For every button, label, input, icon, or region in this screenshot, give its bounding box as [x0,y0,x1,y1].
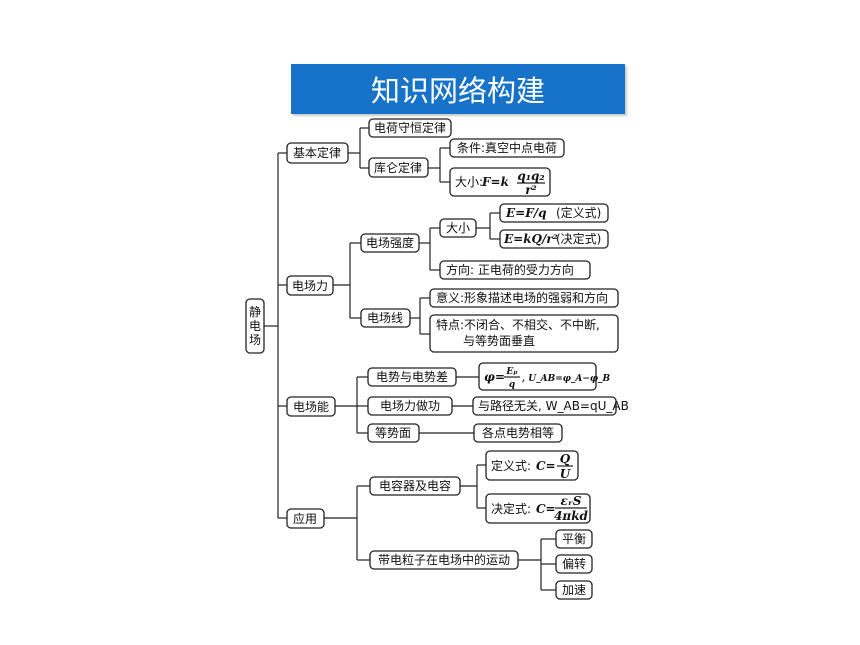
capacitance-decisive-prefix: 决定式: [491,501,531,516]
basic-law-label: 基本定律 [293,145,341,160]
capacitance-decisive-numerator: εᵣS [561,494,582,508]
node-root: 静 电 场 [245,298,265,354]
decisive-tag: (决定式) [556,231,601,246]
coulomb-condition-label: 条件:真空中点电荷 [457,140,557,155]
coulomb-formula-lhs: F=k [481,175,509,189]
field-line-label: 电场线 [367,311,403,325]
capacitance-definition-lhs: C= [536,459,556,473]
equal-potential-label: 各点电势相等 [482,425,554,440]
balance-label: 平衡 [562,532,586,546]
node-field-line: 电场线 [360,308,411,328]
node-intensity-size: 大小 [439,218,477,238]
field-intensity-label: 电场强度 [366,235,414,250]
capacitance-decisive-lhs: C= [536,502,556,516]
node-work-formula: 与路径无关, W_AB=qU_AB [472,396,629,416]
field-line-meaning-label: 意义:形象描述电场的强弱和方向 [436,290,608,305]
capacitance-definition-numerator: Q [560,452,571,466]
equipotential-label: 等势面 [375,426,411,440]
connectors [264,127,556,591]
node-capacitor: 电容器及电容 [369,476,461,496]
node-balance: 平衡 [555,529,593,549]
node-field-work: 电场力做功 [367,396,453,416]
particle-motion-label: 带电粒子在电场中的运动 [378,552,510,567]
acceleration-label: 加速 [562,583,586,597]
node-potential-formula: φ= Eₚ q , U_AB=φ_A−φ_B [478,362,611,391]
application-label: 应用 [293,511,317,526]
charge-conservation-label: 电荷守恒定律 [374,120,446,135]
work-formula: 与路径无关, W_AB=qU_AB [478,398,629,413]
title-banner: 知识网络构建 [291,64,625,114]
potential-formula-numerator: Eₚ [505,367,518,377]
node-acceleration: 加速 [555,580,593,600]
definition-formula: E=F/q [505,206,547,220]
capacitance-definition-denominator: U [560,467,572,481]
node-capacitance-definition: 定义式: C= Q U [485,450,579,481]
capacitance-definition-prefix: 定义式: [491,458,531,473]
page-title: 知识网络构建 [370,74,545,108]
potential-formula-rest: , U_AB=φ_A−φ_B [521,374,611,384]
node-definition-formula: E=F/q (定义式) [499,203,609,223]
node-electric-energy: 电场能 [286,396,336,417]
coulomb-formula-denominator: r² [525,183,537,197]
node-application: 应用 [286,508,325,529]
node-field-line-features: 特点:不闭合、不相交、不中断, 与等势面垂直 [429,314,619,353]
field-line-features-line1: 特点:不闭合、不相交、不中断, [436,317,600,332]
field-direction-label: 方向: 正电荷的受力方向 [446,262,574,277]
electric-energy-label: 电场能 [293,400,329,414]
node-deflection: 偏转 [555,554,593,574]
node-particle-motion: 带电粒子在电场中的运动 [369,550,519,570]
potential-formula-lhs: φ= [484,370,505,384]
root-char-3: 场 [249,333,261,347]
capacitance-decisive-denominator: 4πkd [554,509,588,523]
node-equipotential: 等势面 [367,423,420,443]
capacitor-label: 电容器及电容 [379,478,451,493]
node-potential: 电势与电势差 [367,367,457,387]
potential-formula-denominator: q [509,380,515,390]
magnitude-prefix: 大小: [455,175,483,189]
deflection-label: 偏转 [562,556,586,571]
root-char-2: 电 [249,319,261,333]
node-coulomb-law: 库仑定律 [368,157,429,178]
field-work-label: 电场力做功 [380,398,440,413]
node-equal-potential: 各点电势相等 [473,423,563,443]
node-basic-law: 基本定律 [286,142,349,164]
node-charge-conservation: 电荷守恒定律 [368,118,452,138]
node-electric-force: 电场力 [286,275,334,296]
coulomb-formula-numerator: q₁q₂ [517,169,544,183]
coulomb-law-label: 库仑定律 [374,160,422,175]
decisive-formula: E=kQ/r² [503,232,558,246]
root-char-1: 静 [249,305,261,319]
node-field-intensity: 电场强度 [360,233,420,253]
intensity-size-label: 大小 [446,221,470,235]
node-field-line-meaning: 意义:形象描述电场的强弱和方向 [429,288,619,308]
node-decisive-formula: E=kQ/r² (决定式) [499,229,609,249]
node-capacitance-decisive: 决定式: C= εᵣS 4πkd [485,493,591,524]
node-coulomb-magnitude: 大小: F=k q₁q₂ r² [449,167,551,197]
electric-force-label: 电场力 [292,279,328,293]
definition-tag: (定义式) [556,205,601,220]
field-line-features-line2: 与等势面垂直 [463,334,535,348]
node-field-direction: 方向: 正电荷的受力方向 [439,260,591,280]
potential-label: 电势与电势差 [376,370,448,384]
node-coulomb-condition: 条件:真空中点电荷 [449,138,565,158]
